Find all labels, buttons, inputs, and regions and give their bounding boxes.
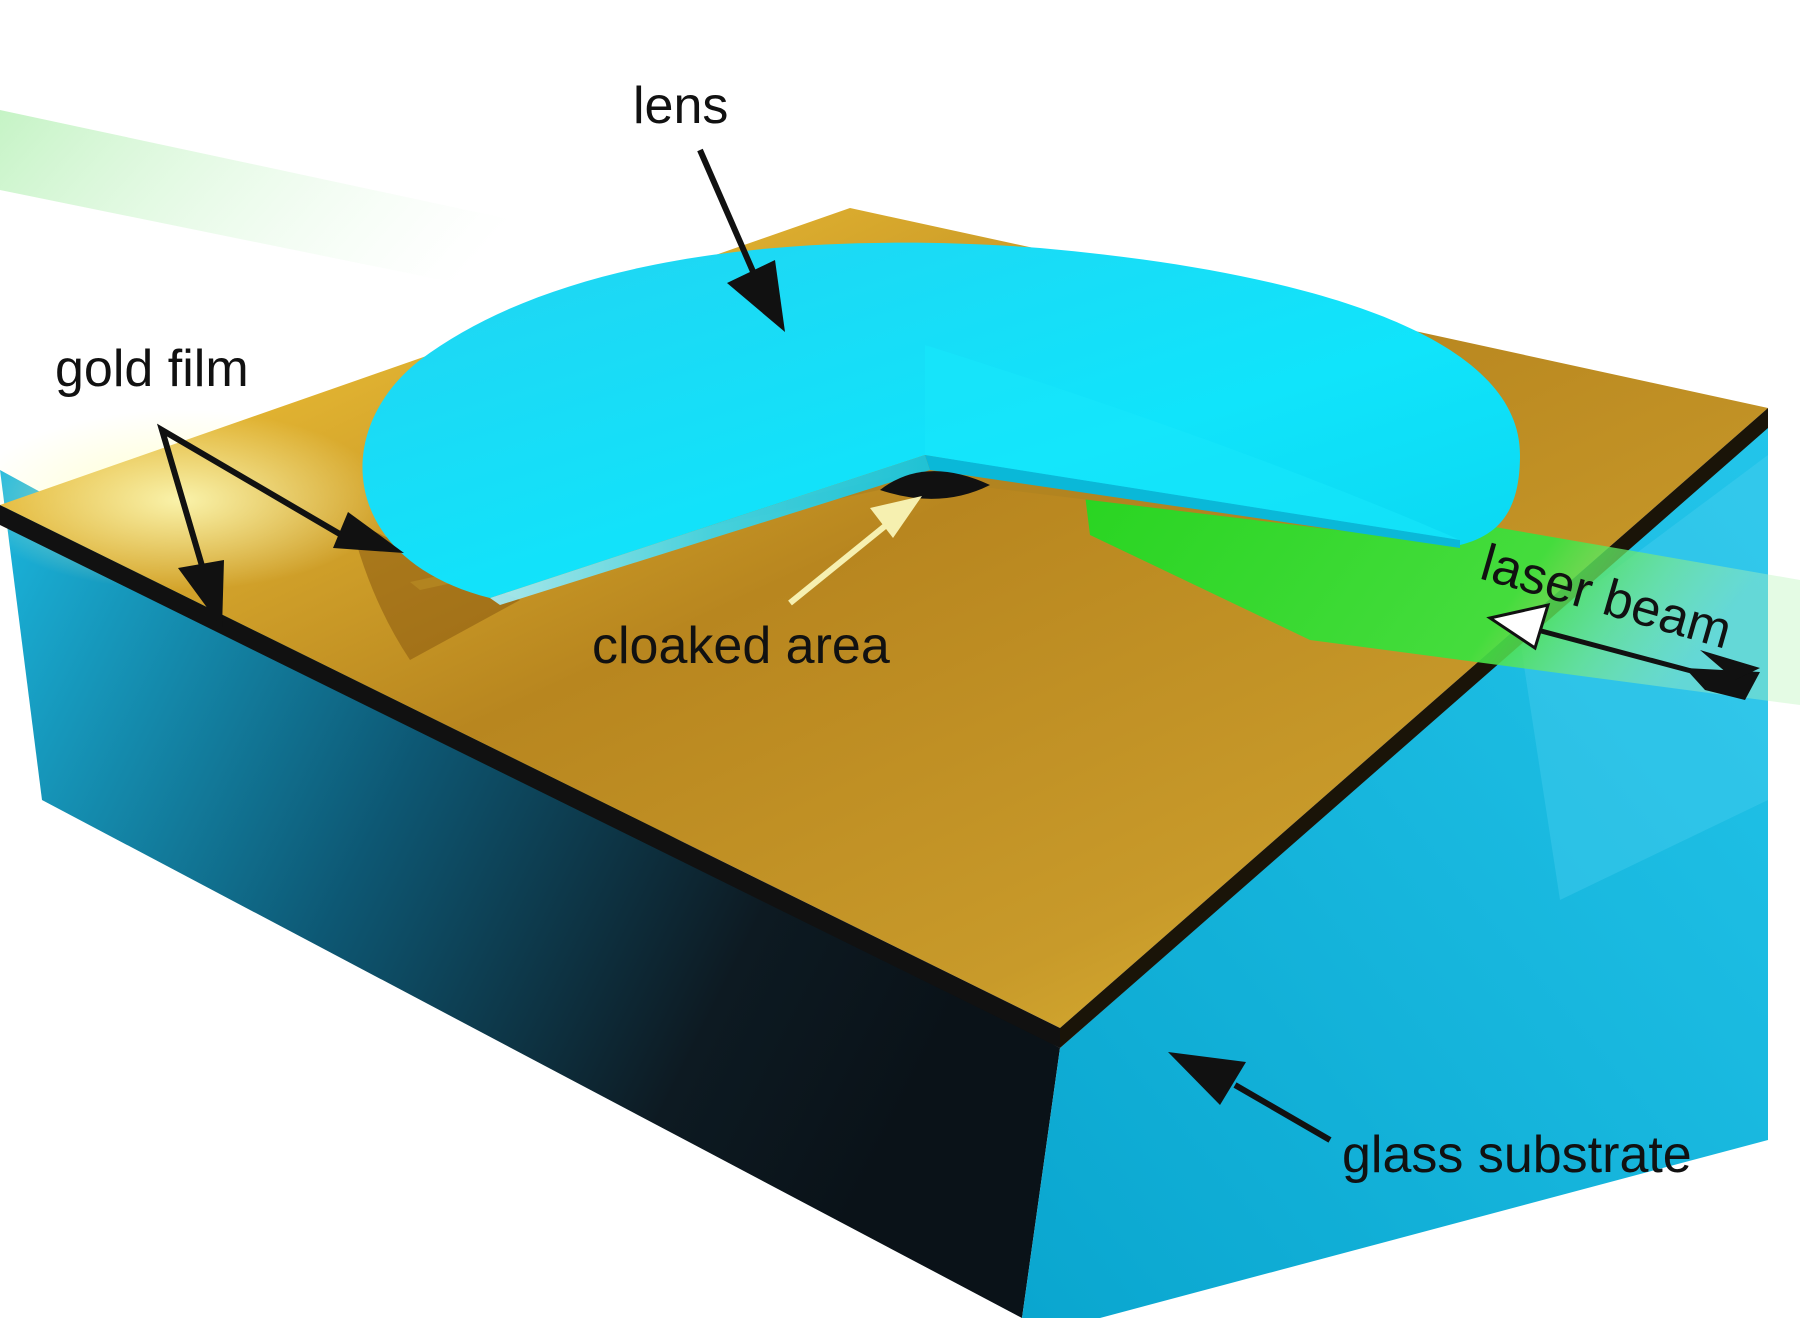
lens-cut-face-right [925,455,1460,548]
label-lens: lens [633,77,728,135]
incoming-laser-beam [0,110,560,300]
lens-arrow [697,148,785,332]
cloaked-area [880,471,990,499]
glass-substrate-arrow [1168,1052,1332,1143]
label-glass-substrate: glass substrate [1342,1126,1692,1184]
lens-cut-inner-shade [925,345,1460,540]
gold-film-glare [0,410,390,590]
laser-beam-arrow [1486,602,1760,700]
label-cloaked-area: cloaked area [592,617,890,675]
label-gold-film: gold film [55,340,249,398]
gold-groove-shadow [350,520,520,660]
gold-film-arrows [156,423,404,628]
cloaked-area-arrow [788,496,922,606]
gold-film-edge-front [0,505,1060,1048]
glass-substrate-left-face [0,470,1060,1318]
lens-cut-face-left [490,455,930,605]
